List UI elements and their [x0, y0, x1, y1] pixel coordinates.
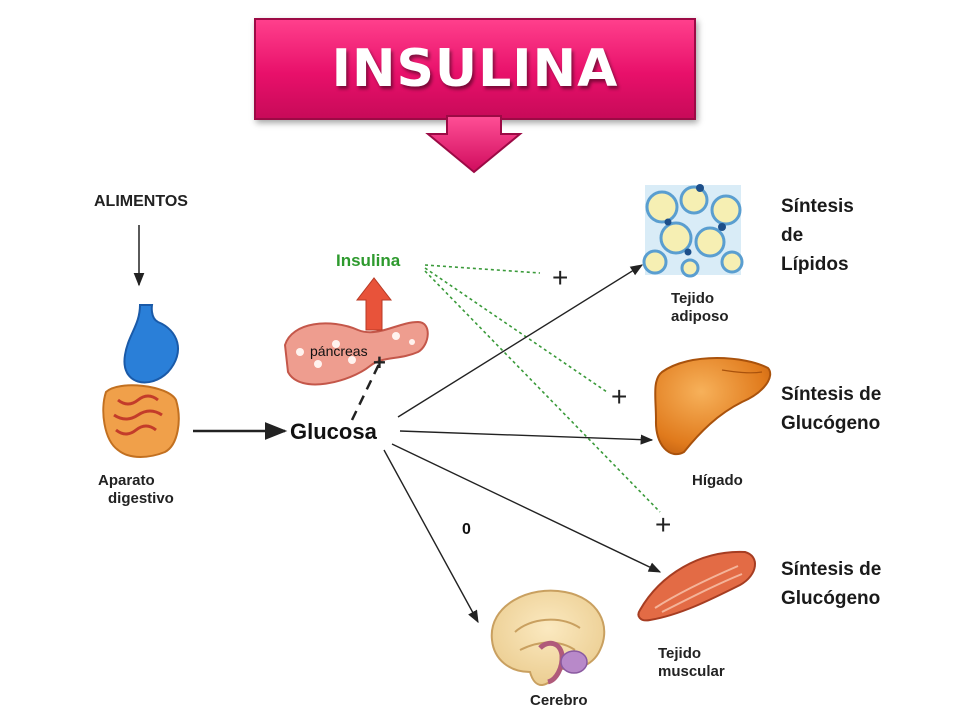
adiposo-plus-sign: +	[552, 262, 569, 293]
glucosa-pancreas-dashed	[350, 361, 382, 421]
digestivo-label: digestivo	[108, 490, 174, 507]
insulina-muscular-dotted	[424, 270, 661, 513]
page-title: INSULINA	[331, 39, 619, 99]
glucosa-muscular-arrow	[391, 443, 662, 573]
insulina-adiposo-dotted	[424, 264, 541, 274]
higado-plus-sign: +	[611, 381, 628, 412]
tejido-muscular-label-1: Tejido	[658, 645, 702, 662]
tejido-muscular-label-2: muscular	[658, 663, 725, 680]
tejido-adiposo-label-1: Tejido	[671, 290, 715, 307]
sintesis-glucogeno-musculo-label: Síntesis de Glucógeno	[781, 559, 882, 609]
glucosa-adiposo-arrow	[397, 264, 644, 418]
insulina-release-arrow	[355, 277, 393, 331]
pancreas-label: páncreas	[310, 343, 368, 359]
muscle-icon	[637, 550, 756, 622]
glucosa-label: Glucosa	[290, 419, 377, 444]
sintesis-lipidos-label: Síntesis de Lípidos	[781, 196, 854, 275]
alimentos-label: ALIMENTOS	[94, 193, 188, 210]
title-down-arrow	[425, 115, 523, 174]
title-banner: INSULINA	[254, 18, 696, 120]
pancreas-plus-sign: +	[373, 350, 386, 375]
insulina-label: Insulina	[336, 251, 401, 270]
insulina-higado-dotted	[424, 267, 608, 393]
muscular-plus-sign: +	[655, 509, 672, 540]
pancreas-icon	[283, 320, 429, 386]
tejido-adiposo-label-2: adiposo	[671, 308, 729, 325]
sintesis-glucogeno-higado-label: Síntesis de Glucógeno	[781, 384, 882, 434]
glucosa-higado-arrow	[399, 430, 654, 445]
higado-label: Hígado	[692, 472, 743, 489]
stomach-intestine-icon	[102, 304, 180, 458]
adipose-cells-icon	[642, 184, 744, 278]
aparato-label: Aparato	[98, 472, 155, 489]
liver-icon	[654, 357, 772, 455]
cerebro-label: Cerebro	[530, 692, 588, 709]
cerebro-zero-sign: 0	[462, 521, 471, 538]
brain-icon	[490, 589, 606, 686]
glucosa-cerebro-arrow	[383, 449, 479, 624]
